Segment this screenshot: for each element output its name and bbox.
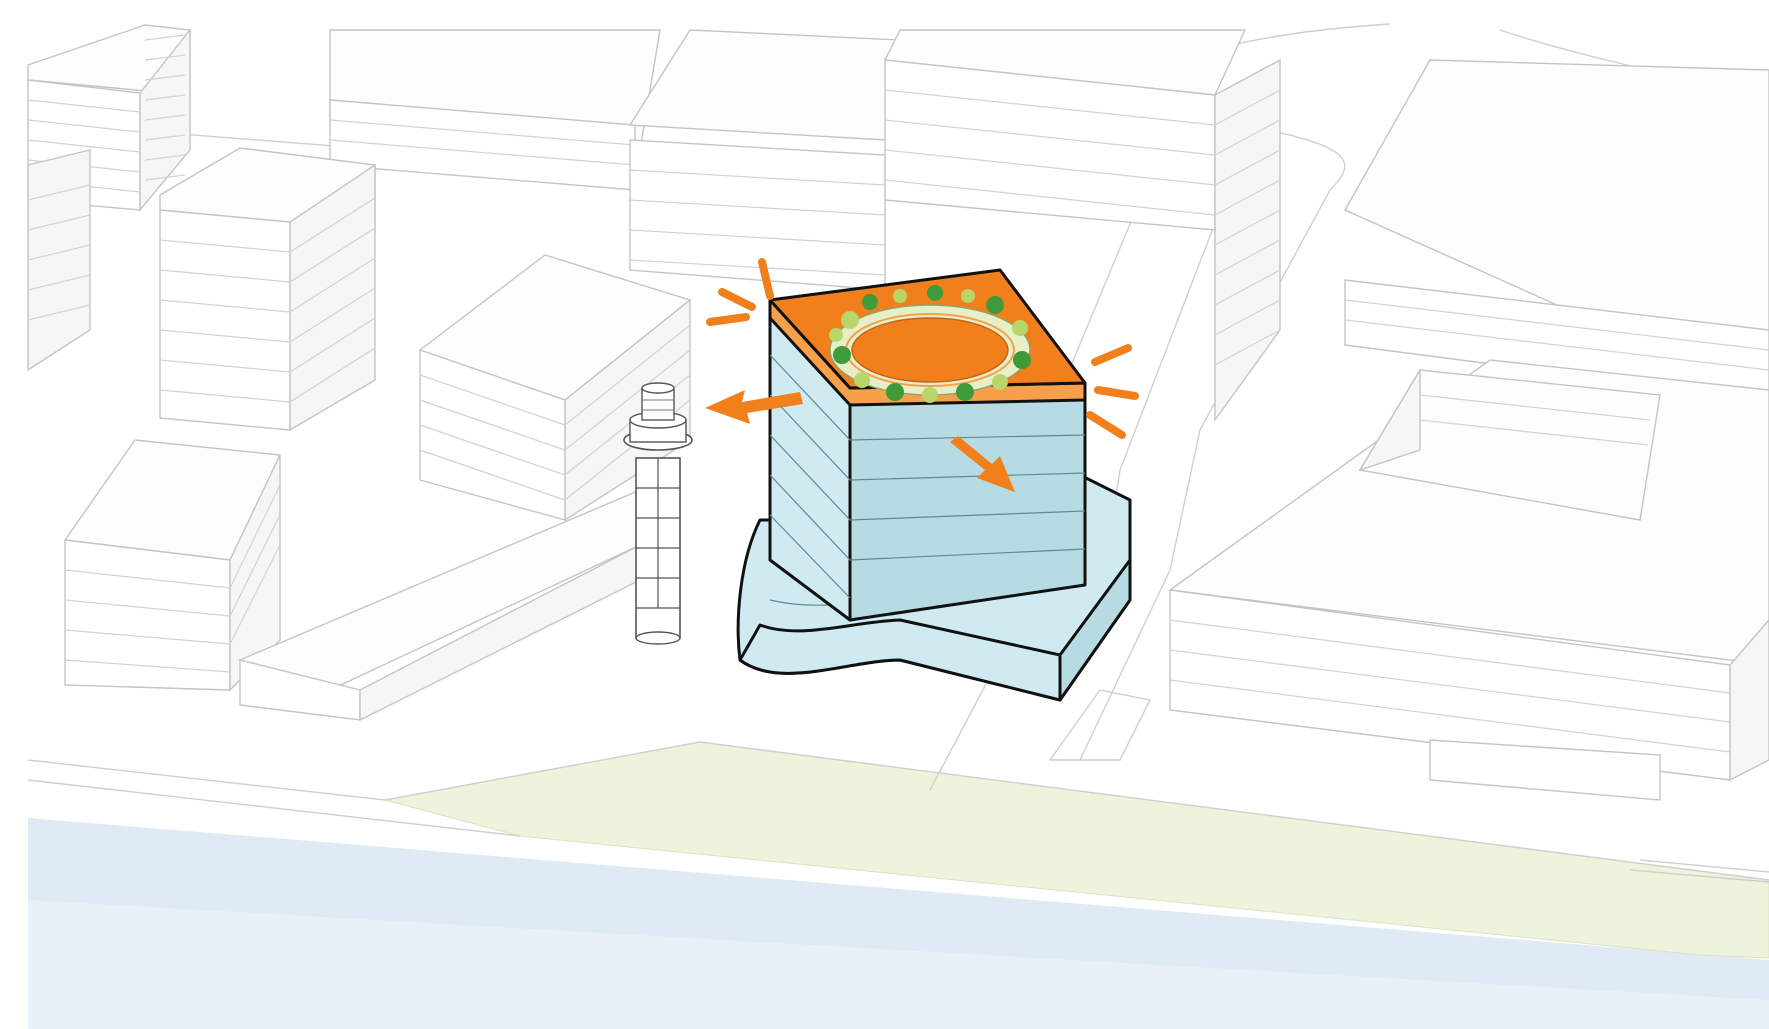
context-building-10 [1345, 60, 1769, 400]
context-building-8 [630, 30, 900, 290]
context-building-5 [65, 440, 280, 690]
context-building-3 [160, 148, 375, 430]
context-building-11 [1170, 360, 1769, 800]
context-building-4 [28, 150, 90, 370]
context-building-2 [330, 30, 660, 190]
context-building-6 [240, 490, 640, 720]
